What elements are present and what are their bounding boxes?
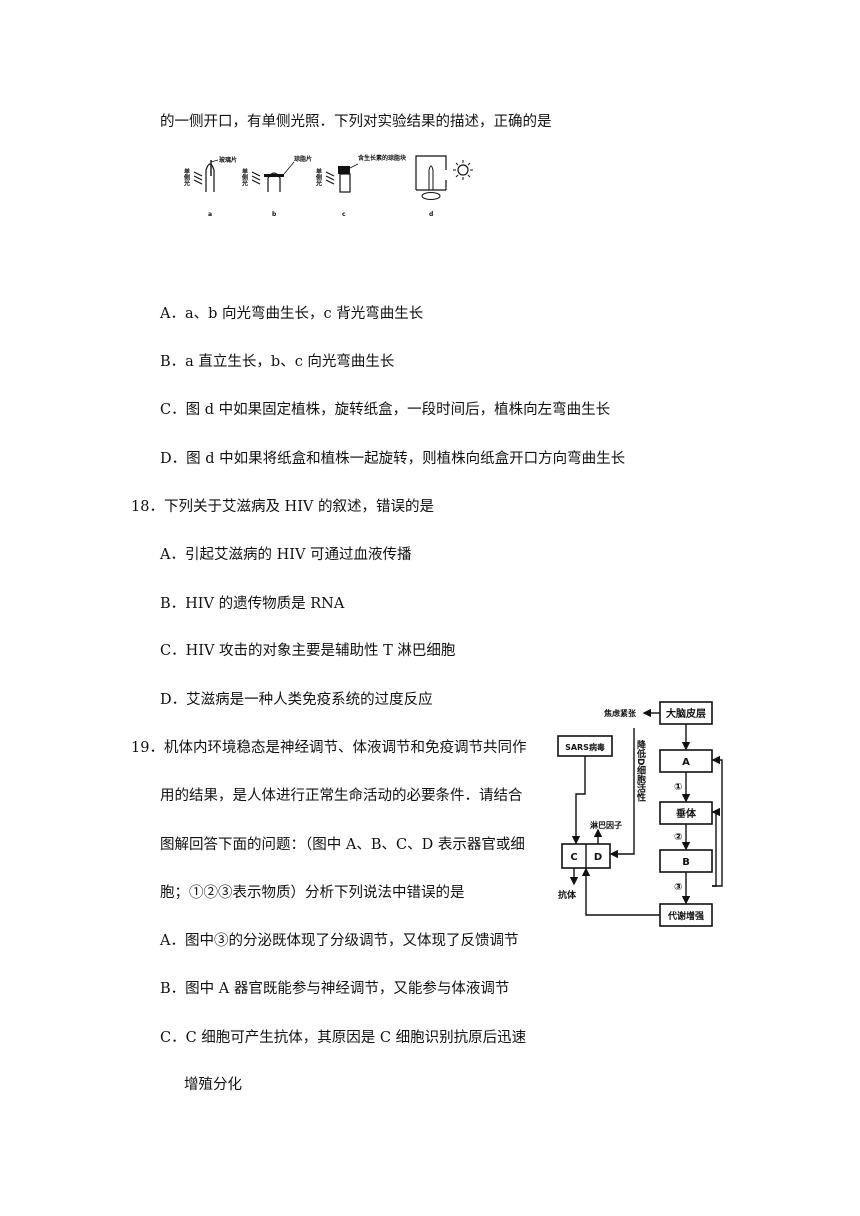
q19-stem-line-2: 用的结果，是人体进行正常生命活动的必要条件．请结合	[160, 788, 523, 804]
q17-phototropism-figure: 单侧光 玻璃片 a 单侧光 琼脂片 b 单侧光 含生长素的琼脂块 c	[183, 154, 473, 218]
fig-c-light-label: 单侧光	[315, 167, 323, 187]
marker-3: ③	[674, 882, 682, 893]
node-b-label: B	[682, 857, 690, 868]
fig-b-light-label: 单侧光	[241, 167, 249, 187]
q19-option-c: C．C 细胞可产生抗体，其原因是 C 细胞识别抗原后迅速	[160, 1030, 527, 1046]
antibody-label: 抗体	[558, 889, 577, 901]
q17-option-b: B．a 直立生长，b、c 向光弯曲生长	[160, 354, 395, 370]
fig-a-light-label: 单侧光	[183, 167, 191, 187]
q18-option-c: C．HIV 攻击的对象主要是辅助性 T 淋巴细胞	[160, 643, 456, 659]
fig-panel-c: c	[342, 211, 346, 218]
fig-panel-d: d	[429, 211, 433, 218]
q17-option-d: D．图 d 中如果将纸盒和植株一起旋转，则植株向纸盒开口方向弯曲生长	[160, 451, 626, 467]
q18-option-b: B．HIV 的遗传物质是 RNA	[160, 596, 345, 612]
q19-stem-line-4: 胞；①②③表示物质）分析下列说法中错误的是	[160, 885, 465, 901]
q19-option-b: B．图中 A 器官既能参与神经调节，又能参与体液调节	[160, 981, 510, 997]
lymphokine-label: 淋巴因子	[590, 820, 622, 830]
reduce-d-label: 降低D细胞活性	[635, 739, 647, 802]
q17-stem-tail: 的一侧开口，有单侧光照．下列对实验结果的描述，正确的是	[160, 114, 552, 130]
q17-option-c: C．图 d 中如果固定植株，旋转纸盒，一段时间后，植株向左弯曲生长	[160, 402, 611, 418]
cortex-label: 大脑皮层	[666, 707, 706, 720]
pituitary-label: 垂体	[676, 807, 697, 820]
node-c-label: C	[570, 852, 577, 863]
marker-1: ①	[674, 782, 682, 793]
q17-option-a: A．a、b 向光弯曲生长，c 背光弯曲生长	[160, 306, 424, 322]
fig-panel-b: b	[272, 211, 277, 218]
node-a-label: A	[682, 757, 690, 768]
q19-regulation-diagram: 大脑皮层 焦虑紧张 A 垂体 B 代谢增强 SARS病毒 C D 淋巴因子 抗体…	[557, 701, 723, 927]
q18-stem: 18．下列关于艾滋病及 HIV 的叙述，错误的是	[131, 499, 435, 515]
fig-panel-a: a	[208, 211, 212, 218]
q19-stem-line-3: 图解回答下面的问题：（图中 A、B、C、D 表示器官或细	[160, 837, 525, 853]
fig-glass-label: 玻璃片	[219, 156, 237, 164]
q18-option-d: D．艾滋病是一种人类免疫系统的过度反应	[160, 692, 433, 708]
anxiety-label: 焦虑紧张	[603, 708, 637, 718]
marker-2: ②	[674, 832, 682, 843]
node-d-label: D	[594, 852, 602, 863]
fig-auxin-agar-label: 含生长素的琼脂块	[358, 154, 407, 162]
q19-option-c-continued: 增殖分化	[184, 1077, 242, 1093]
metabolism-label: 代谢增强	[667, 910, 704, 922]
fig-agar-label: 琼脂片	[294, 155, 312, 163]
q18-option-a: A．引起艾滋病的 HIV 可通过血液传播	[160, 547, 412, 563]
q19-stem-line-1: 19．机体内环境稳态是神经调节、体液调节和免疫调节共同作	[131, 740, 527, 756]
q19-option-a: A．图中③的分泌既体现了分级调节，又体现了反馈调节	[160, 933, 519, 949]
sars-label: SARS病毒	[565, 742, 605, 752]
